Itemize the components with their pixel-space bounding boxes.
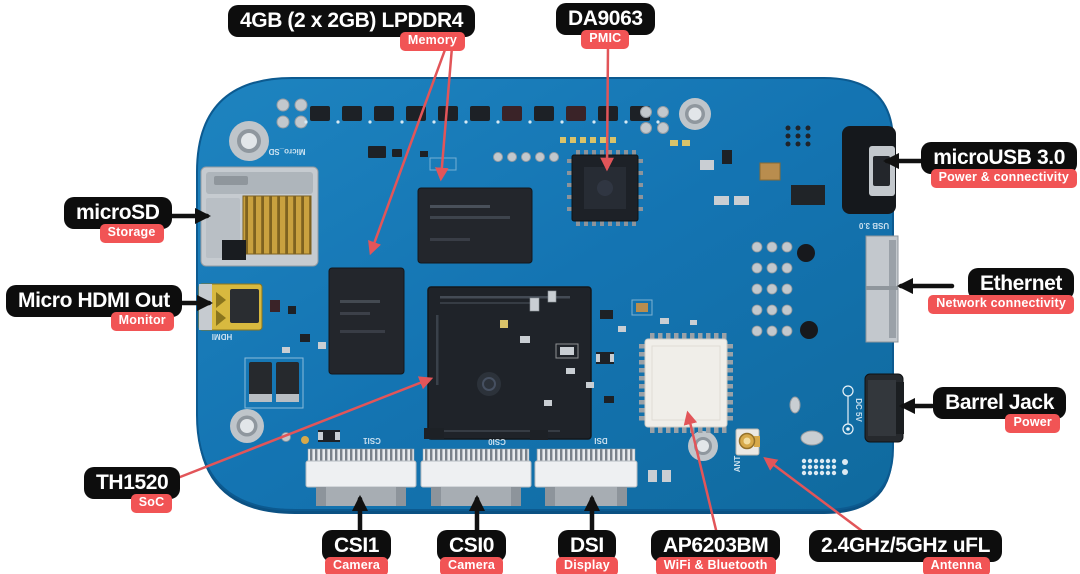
capacitors [244, 357, 304, 409]
arrow-soc [173, 376, 434, 481]
dsi-silkscreen: DSI [594, 436, 607, 445]
csi0-silkscreen: CSI0 [488, 437, 506, 446]
micro-hdmi-connector: HDMI [198, 283, 263, 341]
arrow-wifi [683, 410, 719, 536]
hdmi-silkscreen: HDMI [212, 332, 232, 341]
microsd-silkscreen: Micro_SD [268, 147, 305, 156]
memory-chip-top [417, 187, 533, 264]
dc5v-silkscreen: DC 5V [854, 398, 863, 422]
csi1-silkscreen: CSI1 [363, 436, 381, 445]
microsd-slot: Micro_SD [200, 147, 319, 267]
mounting-hole-bottom-left [230, 409, 264, 443]
mounting-hole-top-right [679, 98, 711, 130]
soc-chip [427, 286, 592, 440]
wifi-module [639, 333, 733, 433]
ethernet-connector [865, 235, 899, 343]
smd-passives [270, 125, 848, 482]
mounting-hole-top-left [229, 121, 269, 161]
mounting-hole-bottom-middle [688, 431, 718, 461]
microusb-connector: USB 3.0 [842, 126, 896, 230]
arrow-memory-to-left-chip [368, 45, 448, 256]
arrow-pmic [600, 44, 614, 172]
csi0-connector: CSI0 [420, 437, 532, 506]
ufl-antenna-connector: ANT [733, 428, 760, 473]
ant-silkscreen: ANT [733, 456, 742, 473]
usb-silkscreen: USB 3.0 [858, 221, 889, 230]
arrow-memory-to-top-chip [435, 45, 454, 182]
pmic-chip [567, 150, 643, 226]
annotation-arrows [169, 44, 955, 539]
memory-chip-left [328, 267, 405, 375]
arrow-ufl [763, 456, 868, 536]
